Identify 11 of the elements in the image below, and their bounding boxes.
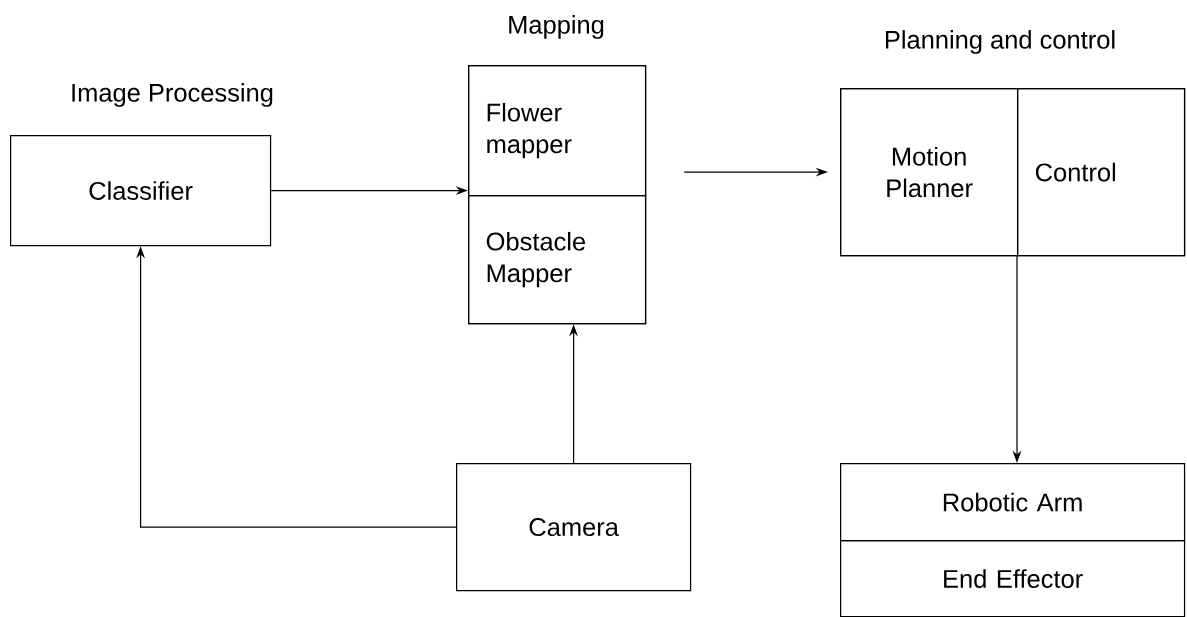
heading: Mapping: [509, 15, 604, 39]
heading: Image Processing: [72, 83, 273, 107]
process-box: Flower mapper: [468, 65, 647, 197]
process-box: Camera: [456, 463, 692, 592]
process-box: Motion Planner: [840, 88, 1019, 257]
heading: Planning and control: [885, 30, 1115, 54]
process-box: Obstacle Mapper: [468, 195, 647, 325]
process-box: End Effector: [840, 540, 1186, 617]
process-box: Robotic Arm: [840, 463, 1186, 542]
process-box: Control: [1017, 88, 1186, 257]
process-box: Classifier: [10, 135, 272, 247]
